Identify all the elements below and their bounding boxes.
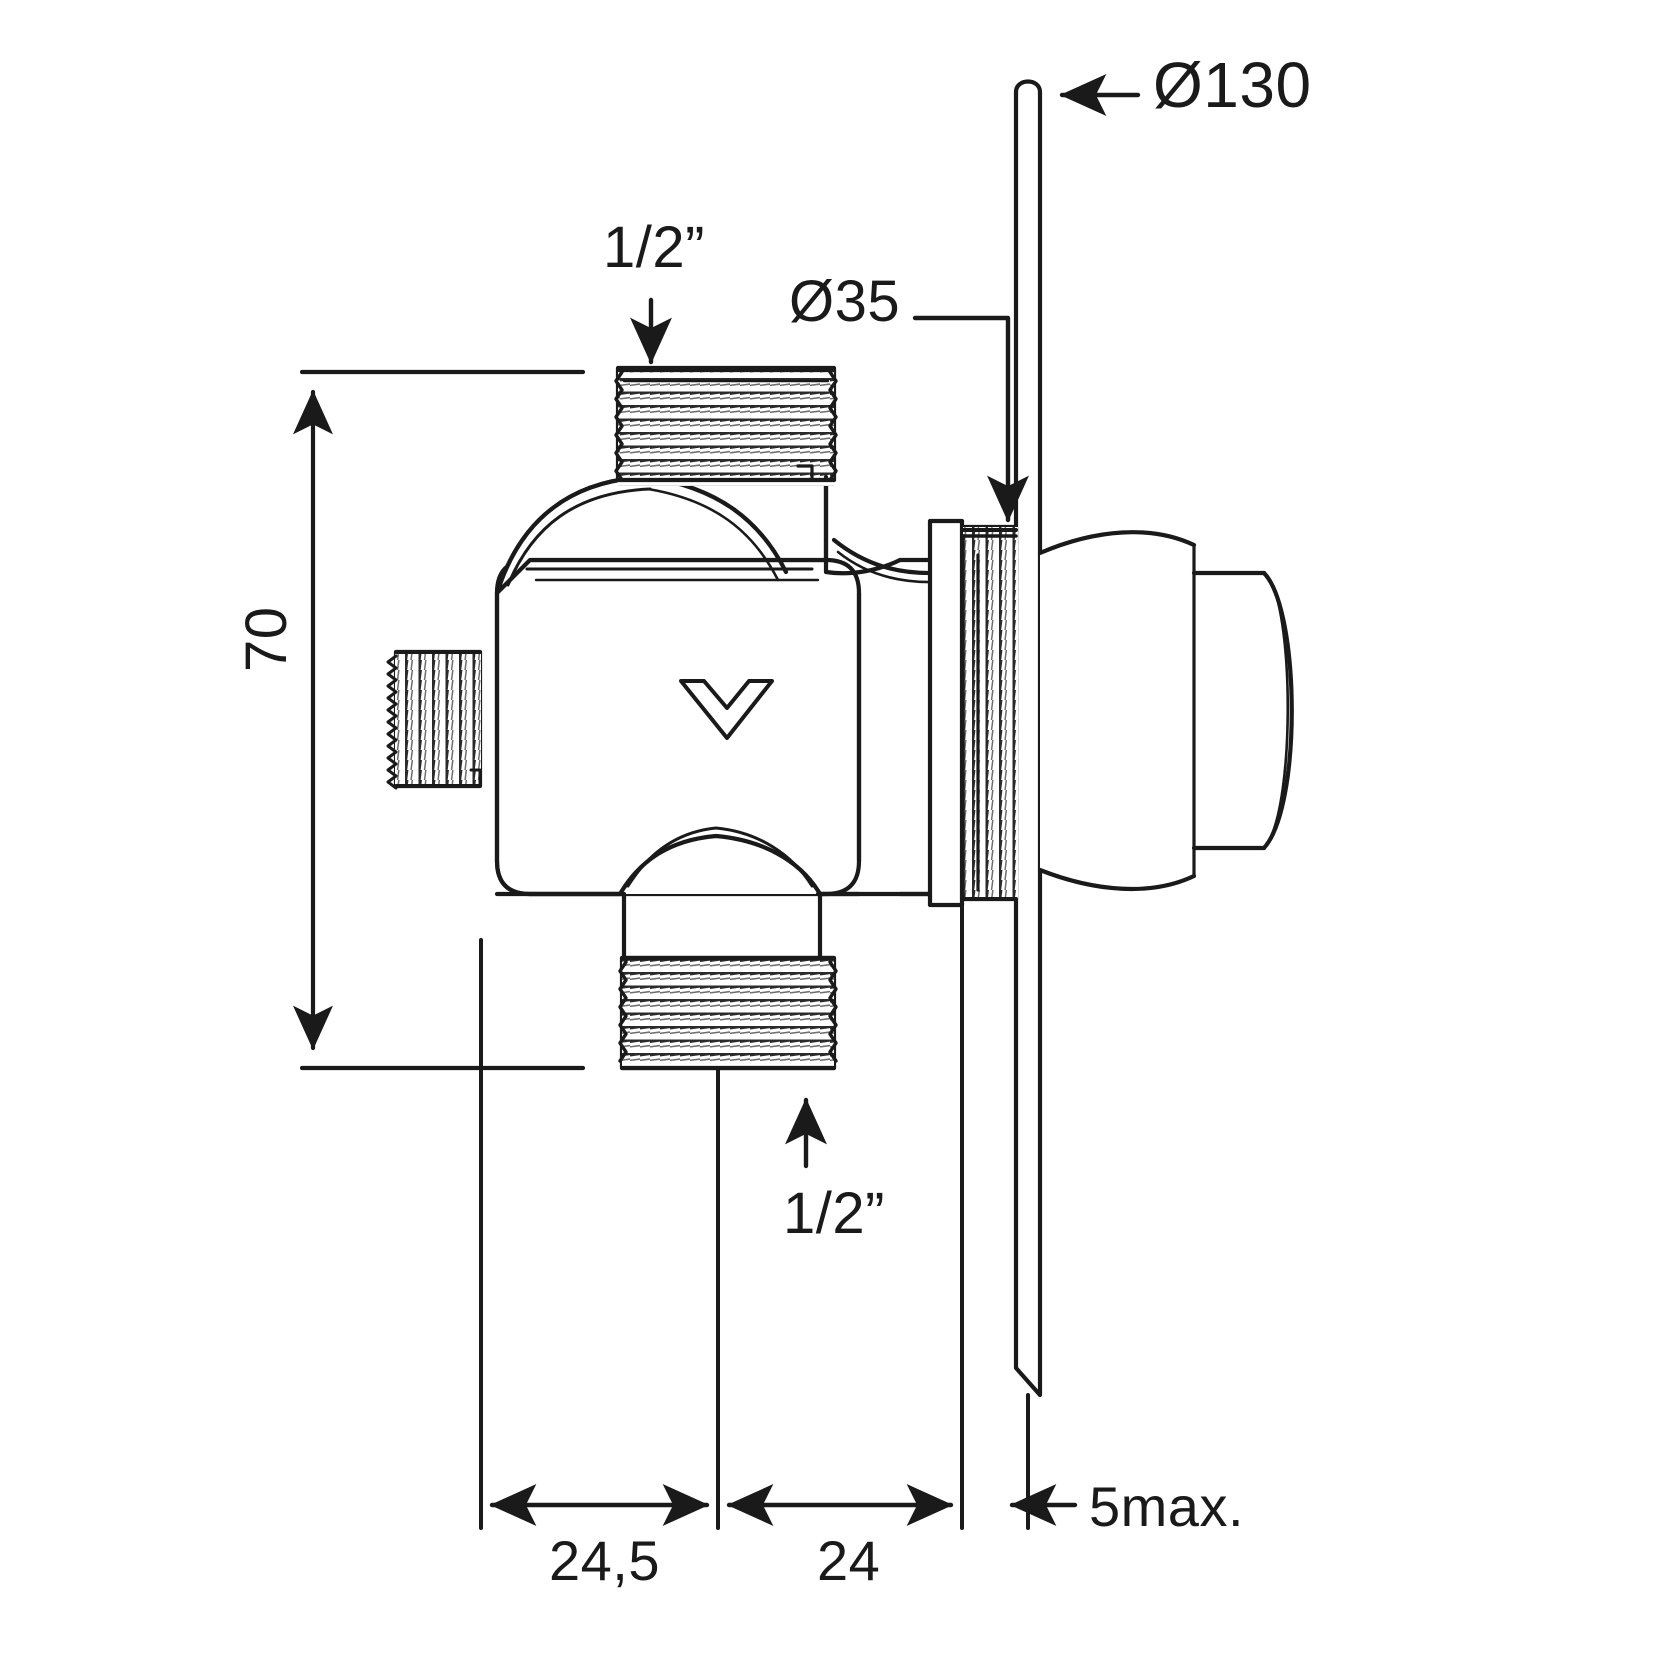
label-half-inch-bottom: 1/2” (783, 1181, 885, 1246)
label-height-70: 70 (234, 606, 299, 672)
left-side-thread (386, 649, 483, 790)
bottom-inlet-thread (618, 891, 838, 1071)
valve-body (494, 474, 939, 897)
top-inlet-thread (614, 365, 838, 486)
label-diameter-130: Ø130 (1153, 49, 1312, 121)
dimension-70 (292, 369, 586, 1071)
leader-diameter-35 (912, 315, 1029, 523)
label-diameter-35: Ø35 (789, 269, 901, 334)
label-depth-24-5: 24,5 (549, 1529, 660, 1592)
label-depth-24: 24 (817, 1529, 881, 1592)
label-half-inch-top: 1/2” (603, 215, 705, 280)
cap-dome (1037, 530, 1294, 892)
mounting-shank (897, 518, 1019, 908)
label-wall-thickness-5max: 5max. (1089, 1475, 1244, 1538)
wall-plate-profile (1013, 79, 1043, 1398)
dimension-horizontal-chain (479, 903, 1078, 1530)
chevron-marker (679, 679, 774, 740)
